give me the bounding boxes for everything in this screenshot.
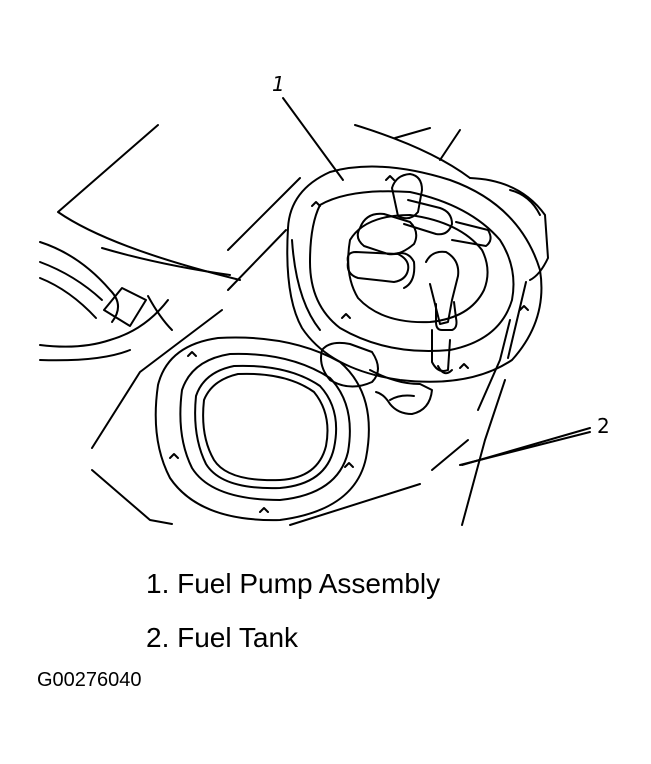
- fuel-system-illustration: [39, 97, 591, 526]
- leader-line-2: [461, 427, 591, 466]
- figure-id: G00276040: [37, 669, 142, 691]
- fuel-pump-assembly: [286, 165, 543, 415]
- vehicle-floor-outline: [39, 124, 591, 526]
- fuel-tank-opening: [154, 336, 370, 522]
- leader-line-1: [282, 97, 344, 181]
- callout-label-1: 1: [272, 72, 285, 96]
- callout-label-2: 2: [597, 414, 610, 438]
- legend-item-fuel-tank: 2. Fuel Tank: [146, 622, 299, 653]
- legend-item-fuel-pump: 1. Fuel Pump Assembly: [146, 568, 441, 599]
